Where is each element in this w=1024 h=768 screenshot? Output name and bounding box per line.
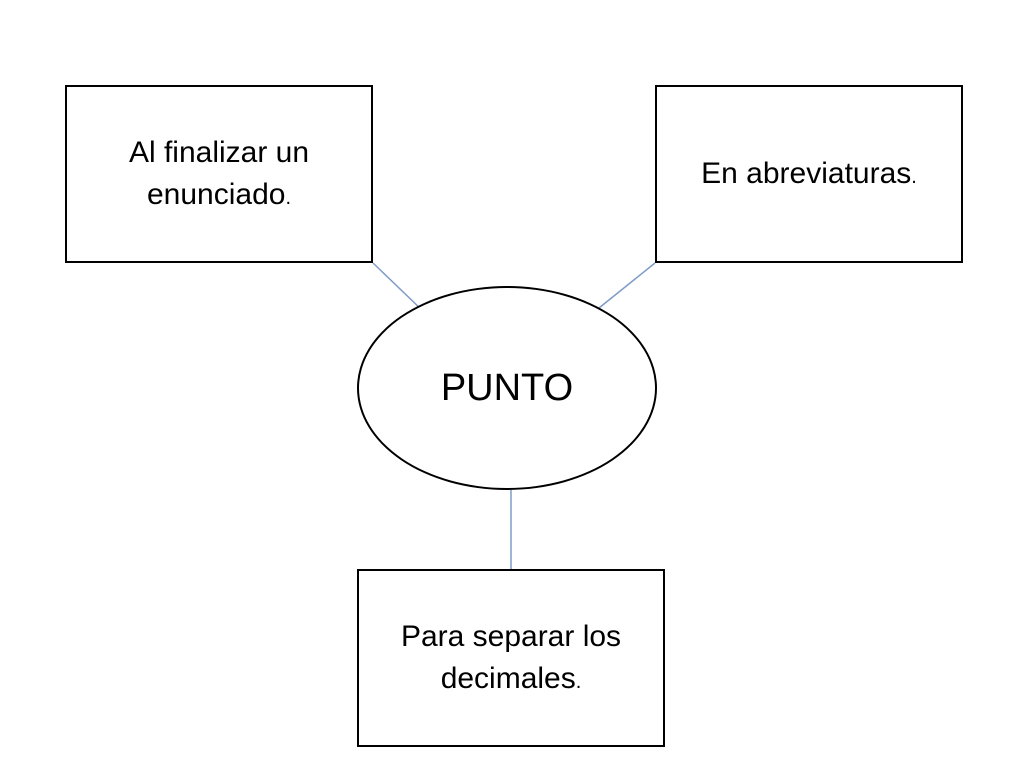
node-label-bottom: Para separar los decimales [400, 620, 622, 695]
node-box-left: Al finalizar un enunciado. [65, 85, 373, 263]
node-punct-bottom: . [575, 671, 582, 693]
node-text-bottom: Para separar los decimales. [373, 616, 649, 700]
node-label-right: En abreviaturas [701, 157, 912, 190]
node-box-right: En abreviaturas. [655, 85, 963, 263]
node-punct-right: . [911, 166, 917, 188]
center-label: PUNTO [440, 366, 574, 409]
center-node: PUNTO [357, 286, 657, 490]
node-text-right: En abreviaturas. [701, 153, 917, 195]
connector-left [372, 262, 425, 313]
node-punct-left: . [285, 187, 292, 209]
connector-right [593, 262, 656, 313]
node-box-bottom: Para separar los decimales. [357, 569, 665, 747]
node-text-left: Al finalizar un enunciado. [81, 132, 357, 216]
node-label-left: Al finalizar un enunciado [128, 136, 310, 211]
